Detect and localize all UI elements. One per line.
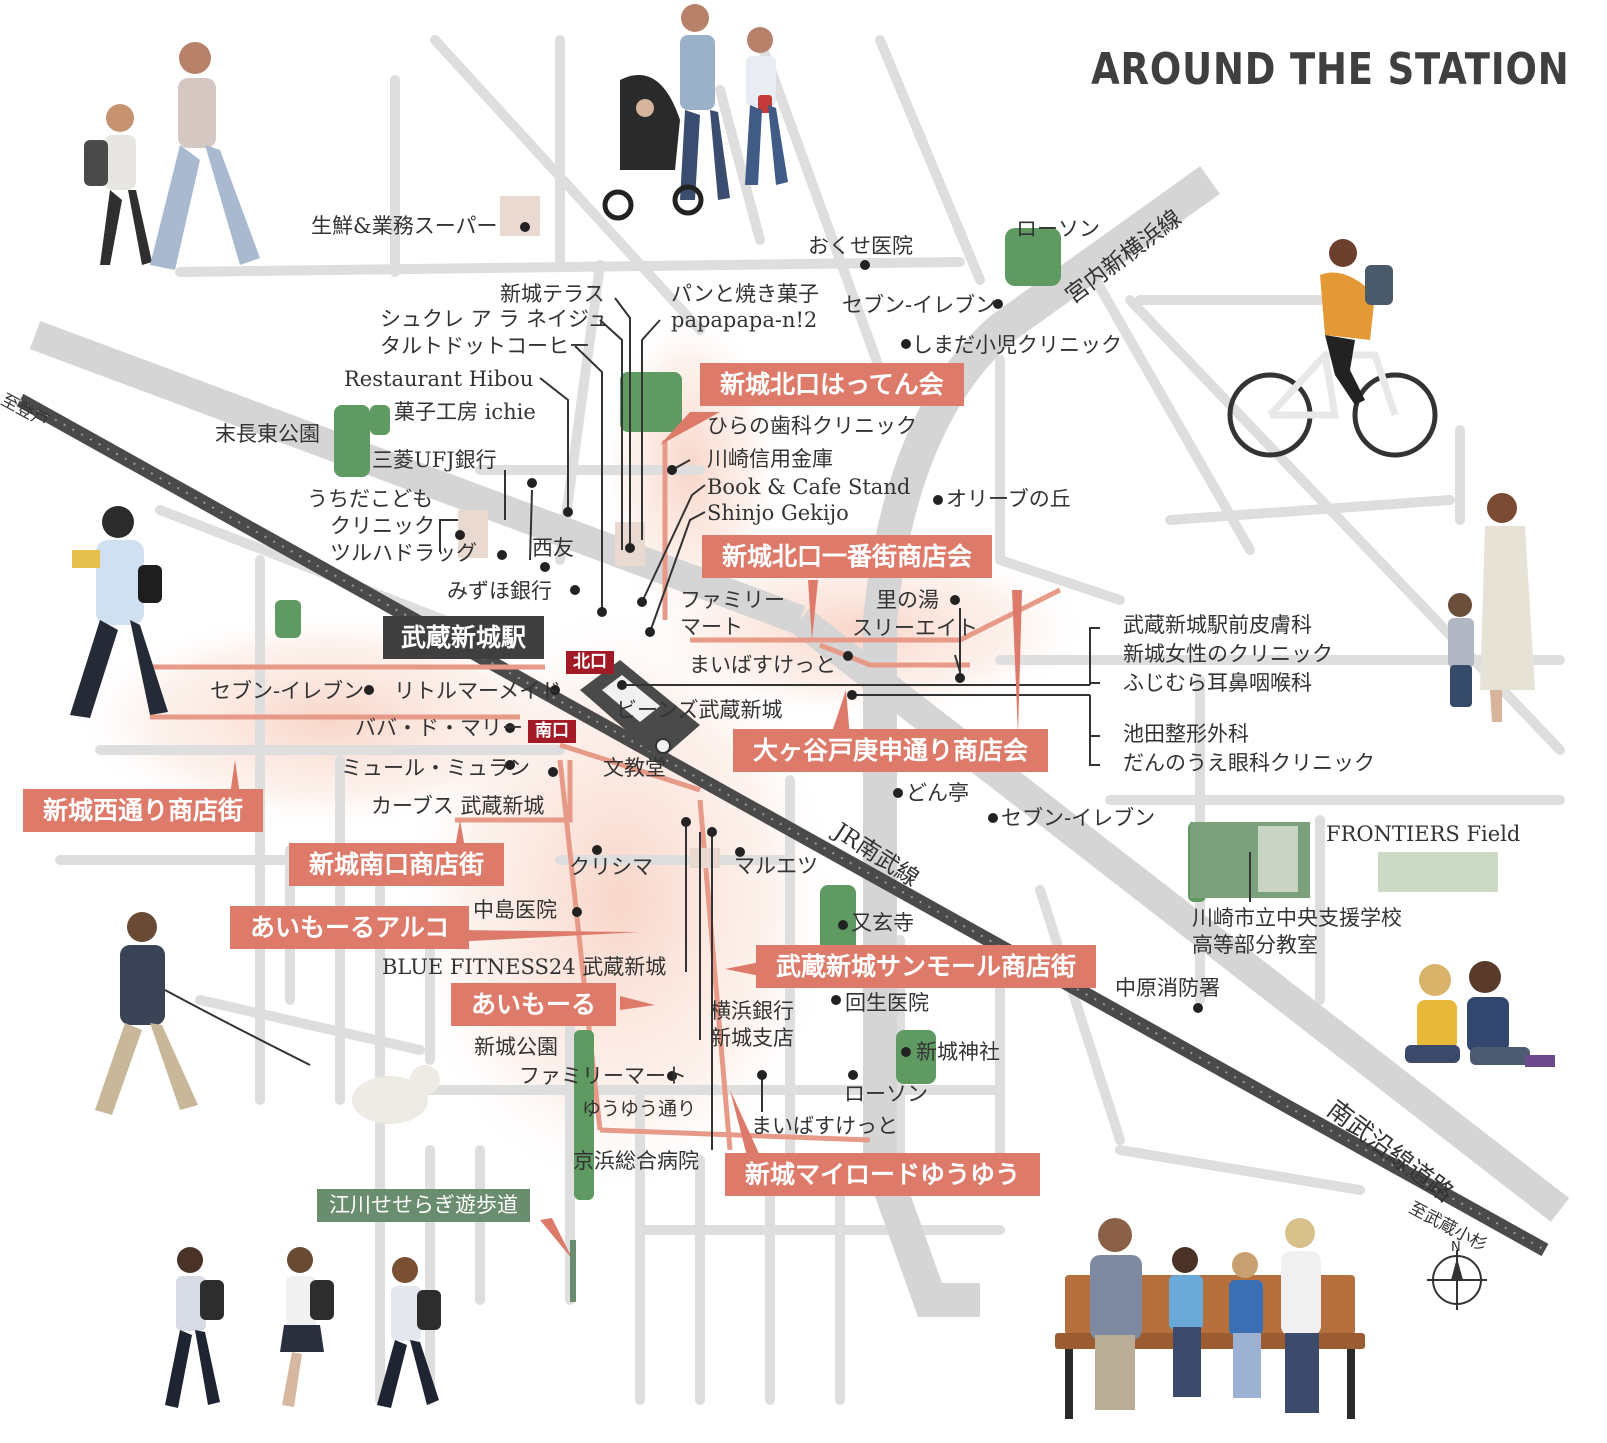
reading-children-icon [1405, 961, 1555, 1067]
place-famima-s[interactable]: ファミリーマート [519, 1064, 687, 1088]
station-name[interactable]: 武蔵新城駅 [383, 616, 545, 659]
place-beans[interactable]: ビーンズ武蔵新城 [616, 698, 783, 722]
north-exit-badge[interactable]: 北口 [566, 651, 614, 674]
place-tartdot[interactable]: タルトドットコーヒー [380, 334, 590, 358]
compass-icon [1427, 1250, 1487, 1310]
place-frontiers[interactable]: FRONTIERS Field [1326, 822, 1521, 846]
page-title: AROUND THE STATION [1090, 44, 1569, 95]
place-famima-n-1[interactable]: ファミリー [680, 588, 785, 612]
place-maibasket-n[interactable]: まいばすけっと [689, 653, 836, 677]
cyclist-icon [1227, 239, 1438, 458]
place-hibou[interactable]: Restaurant Hibou [344, 367, 534, 391]
place-mizuho[interactable]: みずほ銀行 [447, 579, 552, 603]
place-curves[interactable]: カーブス 武蔵新城 [371, 794, 545, 818]
place-super[interactable]: 生鮮&業務スーパー [311, 214, 498, 238]
badge-ichiban[interactable]: 新城北口一番街商店会 [702, 535, 993, 578]
place-bluefitness[interactable]: BLUE FITNESS24 武蔵新城 [382, 955, 667, 979]
mother-child-icon [1448, 493, 1535, 722]
place-fujimura[interactable]: ふじむら耳鼻咽喉科 [1123, 671, 1312, 695]
place-satonoyu[interactable]: 里の湯 [876, 588, 939, 612]
place-three8[interactable]: スリーエイト [852, 616, 978, 640]
place-suenaga[interactable]: 末長東公園 [215, 422, 320, 446]
place-bookcafe[interactable]: Book & Cafe Stand [707, 475, 911, 499]
place-gekijo[interactable]: Shinjo Gekijo [707, 501, 849, 525]
place-babadomarie[interactable]: ババ・ド・マリー [355, 716, 523, 740]
leader-lines [439, 297, 1251, 1150]
place-school-1[interactable]: 川崎市立中央支援学校 [1192, 906, 1402, 930]
place-yokohama-2[interactable]: 新城支店 [710, 1026, 794, 1050]
place-seven-w[interactable]: セブン-イレブン [210, 679, 365, 703]
place-chouquette[interactable]: シュクレ ア ラ ネイジュ [380, 307, 609, 331]
man-with-dog-icon [95, 912, 440, 1124]
badge-hatten[interactable]: 新城北口はってん会 [700, 363, 964, 406]
place-shinkin[interactable]: 川崎信用金庫 [707, 447, 833, 471]
place-kaisei[interactable]: 回生医院 [845, 991, 929, 1015]
badge-minamiguchi[interactable]: 新城南口商店街 [289, 843, 505, 886]
place-maruetsu[interactable]: マルエツ [734, 854, 818, 878]
place-ikeda[interactable]: 池田整形外科 [1123, 722, 1249, 746]
badge-myroad[interactable]: 新城マイロードゆうゆう [725, 1153, 1041, 1196]
place-nakajima[interactable]: 中島医院 [473, 898, 557, 922]
place-pan[interactable]: パンと焼き菓子 [671, 282, 820, 306]
badge-arco[interactable]: あいもーるアルコ [230, 906, 470, 949]
badge-koshin[interactable]: 大ヶ谷戸庚申通り商店会 [733, 729, 1049, 772]
place-famima-n-2[interactable]: マート [680, 615, 743, 639]
place-seven-n[interactable]: セブン-イレブン [842, 293, 997, 317]
place-keihin[interactable]: 京浜総合病院 [573, 1149, 699, 1173]
place-dannoue[interactable]: だんのうえ眼科クリニック [1123, 751, 1375, 775]
place-lawson-s[interactable]: ローソン [844, 1082, 928, 1106]
place-kurishima[interactable]: クリシマ [569, 855, 653, 879]
walking-family-icon [84, 42, 260, 270]
place-papapapa[interactable]: papapapa-n!2 [671, 308, 818, 332]
place-shinjo-terrace[interactable]: 新城テラス [500, 282, 605, 306]
place-lawson-ne[interactable]: ローソン [1016, 217, 1100, 241]
place-josei[interactable]: 新城女性のクリニック [1123, 642, 1333, 666]
place-mufg[interactable]: 三菱UFJ銀行 [372, 448, 497, 472]
badge-egawa[interactable]: 江川せせらぎ遊歩道 [317, 1189, 530, 1222]
frontiers-field [1378, 852, 1498, 892]
place-seven-e[interactable]: セブン-イレブン [1001, 806, 1156, 830]
place-donte[interactable]: どん亭 [906, 781, 969, 805]
place-tsuruha[interactable]: ツルハドラッグ [330, 541, 477, 565]
place-hirano[interactable]: ひらの歯科クリニック [707, 414, 917, 438]
schoolchildren-icon [165, 1247, 441, 1408]
egawa-path [570, 1240, 576, 1302]
place-shobo[interactable]: 中原消防署 [1115, 976, 1220, 1000]
place-bunkyodo[interactable]: 文教堂 [603, 756, 666, 780]
place-mulemulan[interactable]: ミュール・ミュラン [341, 756, 530, 780]
place-shimada[interactable]: しまだ小児クリニック [912, 333, 1122, 357]
badge-nishidori[interactable]: 新城西通り商店街 [23, 789, 264, 832]
place-olive[interactable]: オリーブの丘 [946, 487, 1071, 511]
badge-aimall[interactable]: あいもーる [451, 983, 617, 1026]
stroller-couple-icon [602, 4, 788, 221]
reading-woman-icon [70, 506, 168, 718]
place-uchida-1[interactable]: うちだこども [307, 487, 433, 511]
place-yugenji[interactable]: 又玄寺 [851, 911, 914, 935]
place-shrine[interactable]: 新城神社 [916, 1040, 1000, 1064]
bench-family-icon [1055, 1218, 1365, 1419]
place-ichie[interactable]: 菓子工房 ichie [394, 400, 536, 424]
south-exit-badge[interactable]: 南口 [528, 720, 576, 743]
place-saiyu[interactable]: 西友 [532, 536, 574, 560]
place-markers [364, 222, 1203, 1081]
badge-sunmall[interactable]: 武蔵新城サンモール商店街 [756, 945, 1097, 988]
jr-nambu-line [16, 393, 1549, 1257]
place-school-2[interactable]: 高等部分教室 [1192, 933, 1318, 957]
place-okuse[interactable]: おくせ医院 [808, 234, 913, 258]
place-littlemermaid[interactable]: リトルマーメイド [394, 679, 562, 703]
place-yokohama-1[interactable]: 横浜銀行 [710, 999, 794, 1023]
place-shinjo-park[interactable]: 新城公園 [474, 1035, 558, 1059]
place-yuyu[interactable]: ゆうゆう通り [582, 1098, 697, 1120]
callout-pointers [230, 412, 1022, 1260]
parks [275, 228, 1206, 1200]
compass-north-label: N [1451, 1240, 1461, 1255]
place-hifu[interactable]: 武蔵新城駅前皮膚科 [1123, 613, 1312, 637]
school-building [1258, 826, 1298, 892]
place-maibasket-s[interactable]: まいばすけっと [751, 1114, 898, 1138]
place-uchida-2[interactable]: クリニック [330, 514, 435, 538]
main-roads [29, 166, 1570, 1317]
